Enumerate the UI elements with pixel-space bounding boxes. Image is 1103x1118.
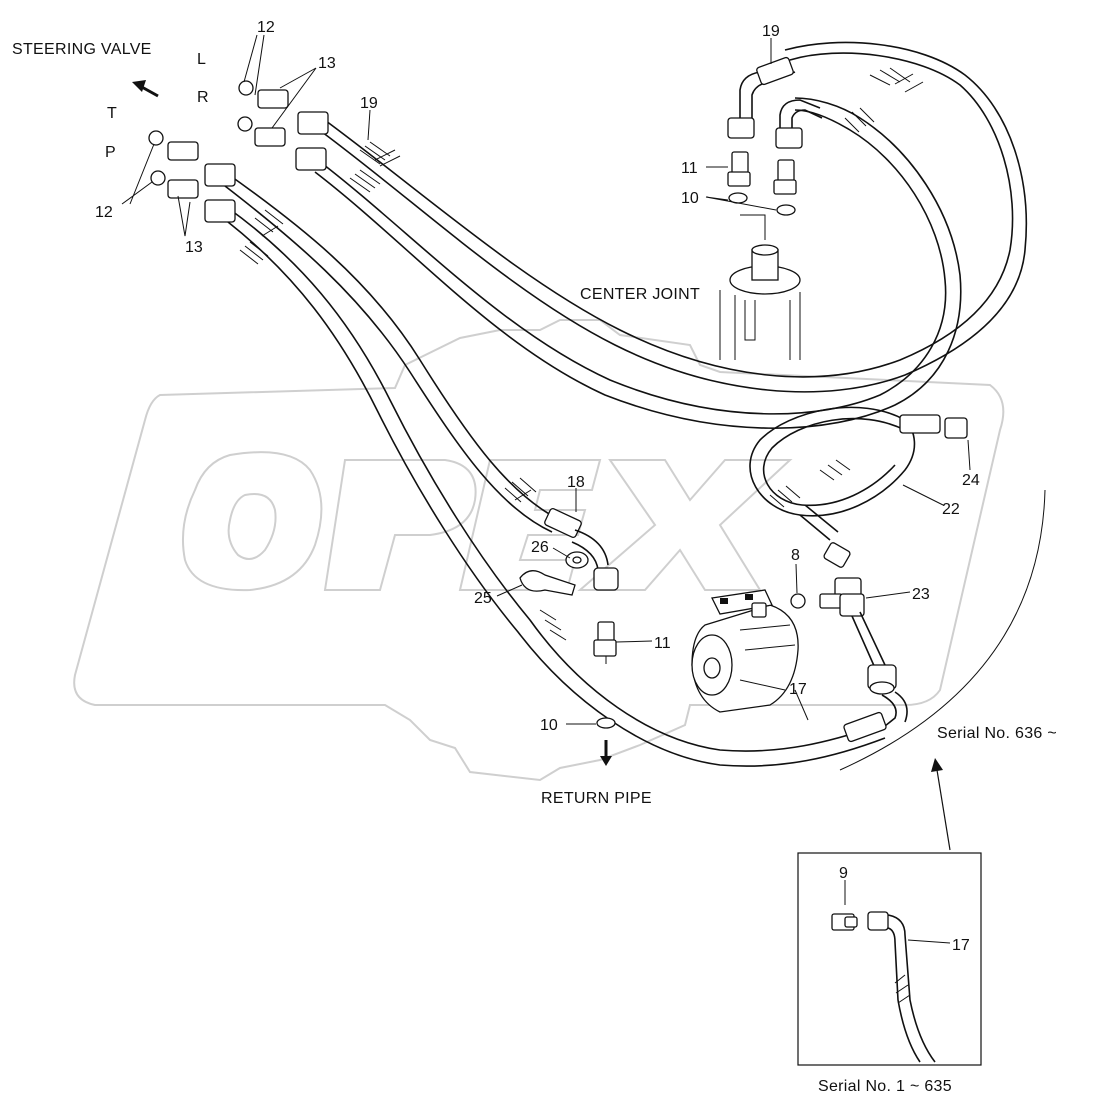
center-joint-label: CENTER JOINT xyxy=(580,286,700,303)
o-ring-8 xyxy=(790,593,806,609)
return-pipe-label: RETURN PIPE xyxy=(541,790,652,807)
callout-17: 17 xyxy=(789,681,807,698)
port-t-label: T xyxy=(107,105,117,122)
serial-old-label: Serial No. 1 ~ 635 xyxy=(818,1078,952,1095)
callout-8: 8 xyxy=(791,547,800,564)
o-ring-10-low xyxy=(596,717,616,729)
fitting-11-low xyxy=(593,621,617,664)
callout-24: 24 xyxy=(962,472,980,489)
hose-braiding xyxy=(239,67,924,641)
serial-divider-arc xyxy=(839,489,1046,771)
hose-22-loop xyxy=(749,406,916,541)
callout-23: 23 xyxy=(912,586,930,603)
callout-10-top: 10 xyxy=(681,190,699,207)
callout-11-top: 11 xyxy=(681,160,698,177)
callout-19-mid: 19 xyxy=(360,95,378,112)
callout-18: 18 xyxy=(567,474,585,491)
hose-19-lower xyxy=(314,97,962,429)
callout-17-inset: 17 xyxy=(952,937,970,954)
callout-12-top: 12 xyxy=(257,19,275,36)
watermark-letters xyxy=(182,451,793,592)
port-p-label: P xyxy=(105,144,116,161)
port-l-label: L xyxy=(197,51,206,68)
hose-18-elbow xyxy=(544,507,619,591)
port-fittings-left xyxy=(121,34,329,237)
fitting-17-end xyxy=(843,664,908,743)
return-pipe-arrow-icon xyxy=(600,740,612,766)
callout-10-low: 10 xyxy=(540,717,558,734)
callout-13-top: 13 xyxy=(318,55,336,72)
callout-12-left: 12 xyxy=(95,204,113,221)
callout-19-top: 19 xyxy=(762,23,780,40)
steering-pump xyxy=(691,589,799,713)
callout-11-low: 11 xyxy=(654,635,671,652)
fitting-24 xyxy=(899,414,968,439)
callout-26: 26 xyxy=(531,539,549,556)
clamp-25-nut-26 xyxy=(519,551,589,596)
callout-22: 22 xyxy=(942,501,960,518)
serial-new-label: Serial No. 636 ~ xyxy=(937,725,1057,742)
watermark-gear xyxy=(73,319,1005,782)
steering-valve-label: STEERING VALVE xyxy=(12,41,152,58)
serial-arrow-icon xyxy=(931,758,951,851)
hose-19-upper xyxy=(321,41,1028,393)
callout-25: 25 xyxy=(474,590,492,607)
port-r-label: R xyxy=(197,89,209,106)
hose-to-18 xyxy=(224,171,561,533)
steering-valve-arrow-icon xyxy=(132,80,159,98)
tee-fitting-23 xyxy=(819,542,886,669)
fittings-top-right xyxy=(727,56,823,216)
leader-lines xyxy=(367,38,971,725)
callout-9-inset: 9 xyxy=(839,865,848,882)
callout-13-left: 13 xyxy=(185,239,203,256)
center-joint xyxy=(719,214,801,360)
inset-box xyxy=(797,852,982,1066)
hose-17 xyxy=(227,207,886,767)
